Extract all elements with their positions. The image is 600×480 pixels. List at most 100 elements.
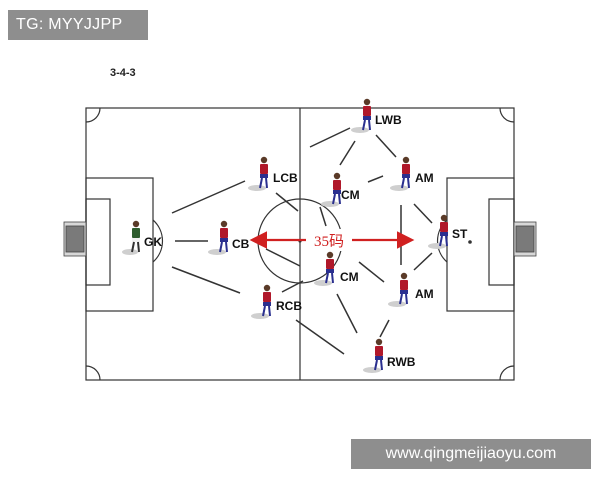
player-shorts xyxy=(402,174,410,178)
player-leg xyxy=(405,293,408,305)
player-head xyxy=(220,220,228,228)
player-shadow xyxy=(388,301,406,307)
corner-arc-top-left xyxy=(85,107,101,123)
left-penalty-area xyxy=(85,177,154,312)
player-head xyxy=(440,214,448,222)
link-line xyxy=(336,293,358,334)
player-head xyxy=(263,284,271,292)
player-st: ST xyxy=(428,214,468,249)
player-rcb: RCB xyxy=(251,284,302,319)
player-shorts xyxy=(263,302,271,306)
link-line xyxy=(171,180,246,214)
link-line xyxy=(379,319,390,338)
player-shadow xyxy=(428,243,446,249)
player-rwb: RWB xyxy=(363,338,416,373)
player-am-lower: AM xyxy=(388,272,434,307)
link-line xyxy=(309,127,351,148)
left-goal-area xyxy=(85,198,111,286)
player-head xyxy=(333,172,341,180)
player-head xyxy=(402,156,410,164)
player-torso xyxy=(363,106,371,116)
player-cb: CB xyxy=(208,220,250,255)
player-leg xyxy=(268,305,271,317)
player-leg xyxy=(259,177,263,189)
player-shorts xyxy=(440,232,448,236)
player-torso xyxy=(132,228,140,238)
link-line xyxy=(281,280,304,293)
right-goal-area xyxy=(488,198,515,286)
left-goal xyxy=(63,221,87,257)
player-leg xyxy=(265,177,268,189)
player-label: CM xyxy=(340,270,359,284)
player-torso xyxy=(375,346,383,356)
player-shadow xyxy=(363,367,381,373)
player-torso xyxy=(263,292,271,302)
player-leg xyxy=(332,193,336,205)
corner-arc-top-right xyxy=(499,107,515,123)
link-line xyxy=(413,203,433,224)
distance-label: 35码 xyxy=(314,233,344,250)
player-cm-upper: CM xyxy=(321,172,360,207)
right-penalty-area xyxy=(446,177,515,312)
player-leg xyxy=(262,305,266,317)
player-head xyxy=(363,98,371,106)
link-line xyxy=(375,134,397,158)
player-torso xyxy=(326,259,334,269)
player-torso xyxy=(220,228,228,238)
link-line xyxy=(265,248,301,267)
player-label: LWB xyxy=(375,113,402,127)
player-label: AM xyxy=(415,287,434,301)
link-line xyxy=(275,192,299,212)
player-head xyxy=(260,156,268,164)
link-line xyxy=(295,319,345,355)
player-shorts xyxy=(375,356,383,360)
distance-label-bg xyxy=(306,229,352,251)
player-shorts xyxy=(363,116,371,120)
player-shadow xyxy=(208,249,226,255)
formation-label: 3-4-3 xyxy=(110,67,136,79)
player-shorts xyxy=(333,190,341,194)
player-leg xyxy=(331,272,334,284)
player-lwb: LWB xyxy=(351,98,402,133)
player-shadow xyxy=(321,201,339,207)
link-line xyxy=(339,140,356,166)
left-penalty-arc xyxy=(152,219,163,263)
player-head xyxy=(375,338,383,346)
player-leg xyxy=(225,241,228,253)
player-leg xyxy=(380,359,383,371)
player-head xyxy=(400,272,408,280)
player-torso xyxy=(402,164,410,174)
player-leg xyxy=(368,119,371,131)
player-leg xyxy=(325,272,329,284)
player-leg xyxy=(137,241,140,253)
player-leg xyxy=(131,241,135,253)
player-leg xyxy=(401,177,405,189)
player-label: CB xyxy=(232,237,250,251)
player-leg xyxy=(362,119,366,131)
tactical-lines xyxy=(171,127,433,355)
player-label: AM xyxy=(415,171,434,185)
player-head xyxy=(326,251,334,259)
player-label: RCB xyxy=(276,299,302,313)
player-lcb: LCB xyxy=(248,156,298,191)
player-leg xyxy=(219,241,223,253)
player-label: RWB xyxy=(387,355,416,369)
right-penalty-spot xyxy=(468,240,472,244)
corner-arc-bottom-left xyxy=(85,365,101,381)
player-shadow xyxy=(122,249,138,255)
link-line xyxy=(171,266,241,294)
player-shadow xyxy=(314,280,332,286)
player-label: GK xyxy=(144,235,162,249)
player-am-upper: AM xyxy=(390,156,434,191)
player-shadow xyxy=(248,185,266,191)
player-label: LCB xyxy=(273,171,298,185)
player-leg xyxy=(439,235,443,247)
player-label: CM xyxy=(341,188,360,202)
player-head xyxy=(132,220,140,228)
player-shorts xyxy=(132,238,140,242)
player-label: ST xyxy=(452,227,468,241)
player-torso xyxy=(333,180,341,190)
link-line xyxy=(319,206,327,227)
player-leg xyxy=(338,193,341,205)
